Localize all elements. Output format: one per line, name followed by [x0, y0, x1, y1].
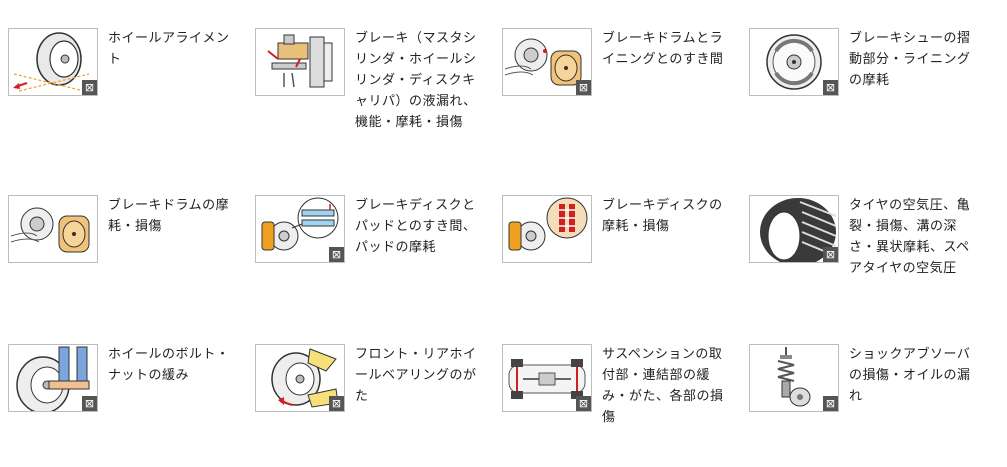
- zoom-icon[interactable]: ⊠: [823, 247, 838, 262]
- zoom-icon[interactable]: ⊠: [823, 396, 838, 411]
- item-label: ブレーキディスクとパッドとのすき間、パッドの摩耗: [355, 198, 477, 255]
- item-label: ショックアブソーバの損傷・オイルの漏れ: [849, 347, 971, 404]
- zoom-icon[interactable]: ⊠: [576, 396, 591, 411]
- item-label: ブレーキドラムとライニングとのすき間: [602, 31, 724, 67]
- item-thumbnail[interactable]: ⊠: [749, 344, 839, 412]
- brake-master-cylinder-icon: [267, 34, 333, 88]
- item-thumbnail[interactable]: ⊠: [8, 28, 98, 96]
- zoom-icon[interactable]: ⊠: [82, 80, 97, 95]
- zoom-icon[interactable]: ⊠: [823, 80, 838, 95]
- item-thumbnail[interactable]: [502, 195, 592, 263]
- item-thumbnail[interactable]: [8, 195, 98, 263]
- item-label: サスペンションの取付部・連結部の緩み・がた、各部の損傷: [602, 347, 724, 425]
- item-thumbnail[interactable]: ⊠: [749, 28, 839, 96]
- item-label: フロント・リアホイールベアリングのがた: [355, 347, 477, 404]
- item-label: ブレーキディスクの摩耗・損傷: [602, 198, 723, 234]
- item-label: ブレーキ（マスタシリンダ・ホイールシリンダ・ディスクキャリパ）の液漏れ、機能・摩…: [355, 31, 477, 130]
- item-thumbnail[interactable]: ⊠: [502, 28, 592, 96]
- item-thumbnail[interactable]: ⊠: [255, 195, 345, 263]
- wheel-alignment-icon: [13, 32, 90, 92]
- brake-disc-wear-icon: [508, 197, 588, 251]
- brake-drum-lining-icon: [504, 38, 582, 86]
- shock-absorber-icon: [777, 347, 811, 407]
- brake-drum-icon: [10, 207, 90, 253]
- suspension-icon: [508, 359, 586, 399]
- zoom-icon[interactable]: ⊠: [329, 396, 344, 411]
- item-label: ブレーキシューの摺動部分・ライニングの摩耗: [849, 31, 971, 88]
- item-label: タイヤの空気圧、亀裂・損傷、溝の深さ・異状摩耗、スペアタイヤの空気圧: [849, 198, 971, 276]
- item-label: ブレーキドラムの摩耗・損傷: [108, 198, 230, 234]
- item-label: ホイールアライメント: [108, 31, 230, 67]
- brake-shoe-icon: [766, 34, 822, 90]
- item-thumbnail[interactable]: ⊠: [255, 344, 345, 412]
- zoom-icon[interactable]: ⊠: [329, 247, 344, 262]
- tire-icon: [760, 198, 837, 262]
- zoom-icon[interactable]: ⊠: [82, 396, 97, 411]
- item-thumbnail[interactable]: ⊠: [502, 344, 592, 412]
- brake-disc-pad-gap-icon: [261, 197, 339, 251]
- zoom-icon[interactable]: ⊠: [576, 80, 591, 95]
- item-label: ホイールのボルト・ナットの緩み: [108, 347, 230, 383]
- item-thumbnail[interactable]: ⊠: [8, 344, 98, 412]
- item-thumbnail[interactable]: ⊠: [749, 195, 839, 263]
- wheel-bolt-nut-icon: [16, 346, 90, 411]
- item-thumbnail[interactable]: [255, 28, 345, 96]
